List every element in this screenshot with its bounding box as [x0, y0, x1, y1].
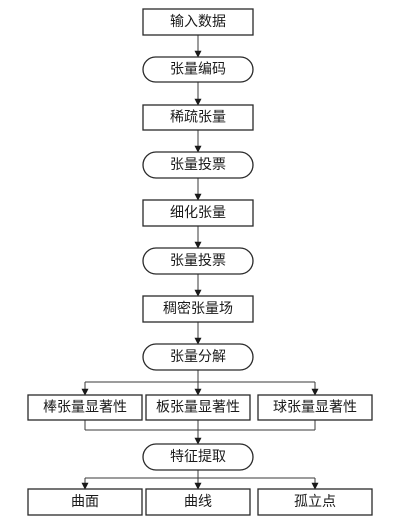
node-isolated-point: 孤立点: [257, 488, 373, 516]
node-input-data: 输入数据: [142, 8, 254, 36]
node-curve: 曲线: [145, 488, 251, 516]
node-input-data-label: 输入数据: [170, 14, 226, 30]
node-stick-saliency-label: 棒张量显著性: [43, 400, 127, 416]
node-plate-saliency: 板张量显著性: [145, 394, 251, 421]
node-tensor-decomposition-label: 张量分解: [170, 349, 226, 365]
node-surface-label: 曲面: [71, 494, 99, 510]
node-isolated-point-label: 孤立点: [294, 494, 336, 510]
node-tensor-voting-1-label: 张量投票: [170, 157, 226, 173]
node-refined-tensor-label: 细化张量: [170, 205, 226, 221]
node-feature-extraction-label: 特征提取: [170, 449, 226, 465]
node-dense-tensor-field: 稠密张量场: [142, 295, 254, 323]
node-ball-saliency-label: 球张量显著性: [273, 400, 357, 416]
node-tensor-voting-1: 张量投票: [142, 151, 254, 179]
node-sparse-tensor-label: 稀疏张量: [170, 110, 226, 126]
node-curve-label: 曲线: [184, 494, 212, 510]
node-tensor-encoding: 张量编码: [142, 56, 254, 83]
node-tensor-voting-2-label: 张量投票: [170, 253, 226, 269]
node-feature-extraction: 特征提取: [142, 443, 254, 471]
node-stick-saliency: 棒张量显著性: [27, 394, 143, 421]
node-surface: 曲面: [27, 488, 143, 516]
node-tensor-voting-2: 张量投票: [142, 247, 254, 275]
node-tensor-decomposition: 张量分解: [142, 343, 254, 371]
node-tensor-encoding-label: 张量编码: [170, 62, 226, 78]
edges: [81, 35, 319, 490]
node-ball-saliency: 球张量显著性: [257, 394, 373, 421]
node-refined-tensor: 细化张量: [142, 199, 254, 227]
node-sparse-tensor: 稀疏张量: [142, 104, 254, 131]
node-dense-tensor-field-label: 稠密张量场: [163, 300, 233, 317]
node-plate-saliency-label: 板张量显著性: [156, 400, 240, 416]
